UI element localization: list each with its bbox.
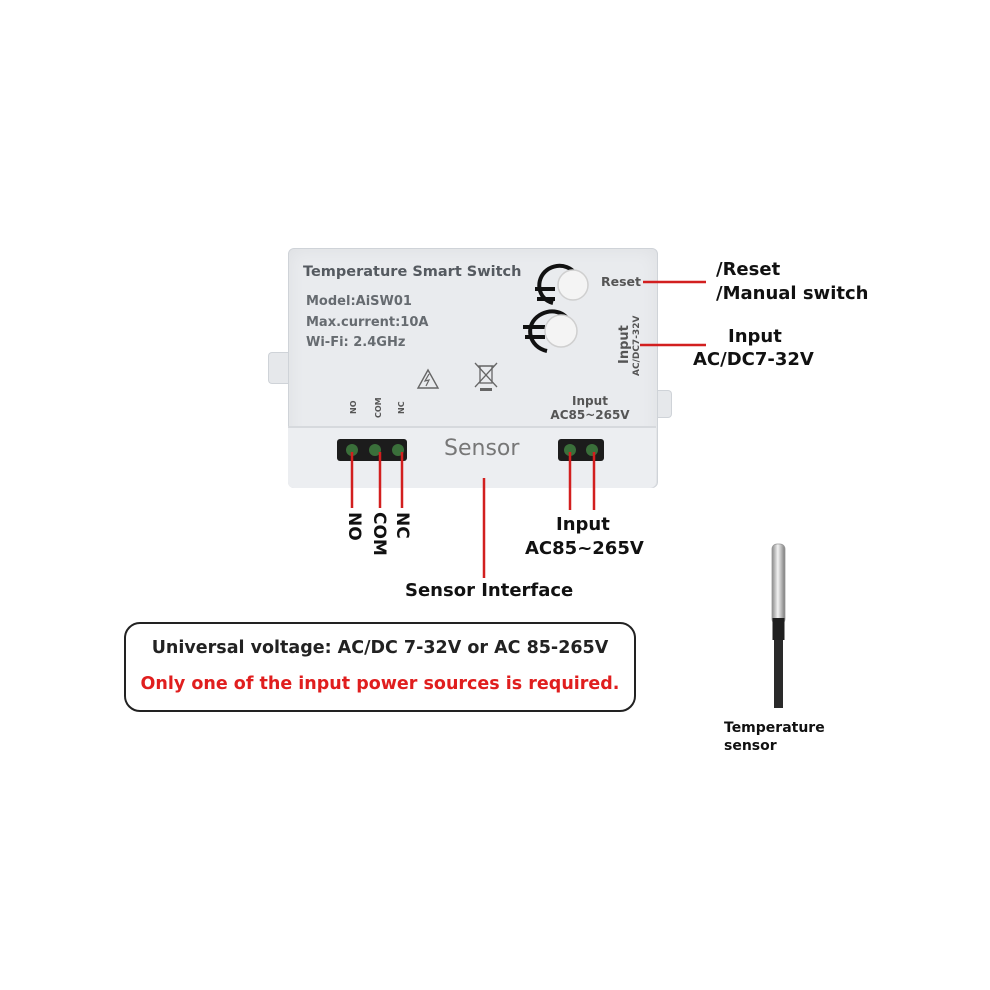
temperature-sensor-label: Temperature sensor bbox=[724, 719, 825, 755]
sensor-interface-callout: Sensor Interface bbox=[405, 580, 574, 601]
device-buttons bbox=[523, 263, 589, 353]
dc-input-callout-line2: AC/DC7-32V bbox=[693, 349, 814, 370]
ac-input-value: AC85~265V bbox=[550, 408, 630, 422]
voltage-notice-box: Universal voltage: AC/DC 7-32V or AC 85-… bbox=[124, 622, 636, 712]
mounting-tab-right bbox=[655, 390, 672, 418]
device-wifi: Wi-Fi: 2.4GHz bbox=[306, 335, 406, 350]
temperature-sensor-label-line1: Temperature bbox=[724, 720, 825, 736]
reset-callout-line1: /Reset bbox=[716, 259, 781, 280]
device-max-current: Max.current:10A bbox=[306, 315, 429, 330]
high-voltage-warning-icon bbox=[416, 368, 440, 389]
ac-input-callout-line1: Input bbox=[556, 514, 610, 535]
ac-input-callout-line2: AC85~265V bbox=[525, 538, 644, 559]
device-model: Model:AiSW01 bbox=[306, 294, 412, 309]
temperature-probe-image bbox=[771, 543, 786, 708]
manual-switch-button[interactable] bbox=[544, 314, 578, 348]
voltage-notice-line1: Universal voltage: AC/DC 7-32V or AC 85-… bbox=[151, 638, 609, 658]
device-glyphs bbox=[416, 362, 498, 391]
voltage-notice-warning: Only one of the input power sources is r… bbox=[140, 674, 620, 694]
reset-label: Reset bbox=[601, 274, 641, 289]
ac-input-title: Input bbox=[572, 394, 608, 408]
device-title: Temperature Smart Switch bbox=[303, 264, 522, 280]
temperature-sensor-label-line2: sensor bbox=[724, 738, 777, 754]
mounting-tab-left bbox=[268, 352, 291, 384]
dc-input-callout-line1: Input bbox=[728, 326, 782, 347]
callout-nc: NC bbox=[392, 512, 412, 539]
callout-com: COM bbox=[369, 512, 389, 556]
sensor-port-label: Sensor bbox=[444, 436, 520, 461]
callout-lines bbox=[350, 280, 706, 578]
reset-button[interactable] bbox=[557, 269, 589, 301]
reset-callout-line2: /Manual switch bbox=[716, 283, 869, 304]
weee-bin-icon bbox=[474, 362, 498, 391]
callout-no: NO bbox=[344, 512, 364, 541]
